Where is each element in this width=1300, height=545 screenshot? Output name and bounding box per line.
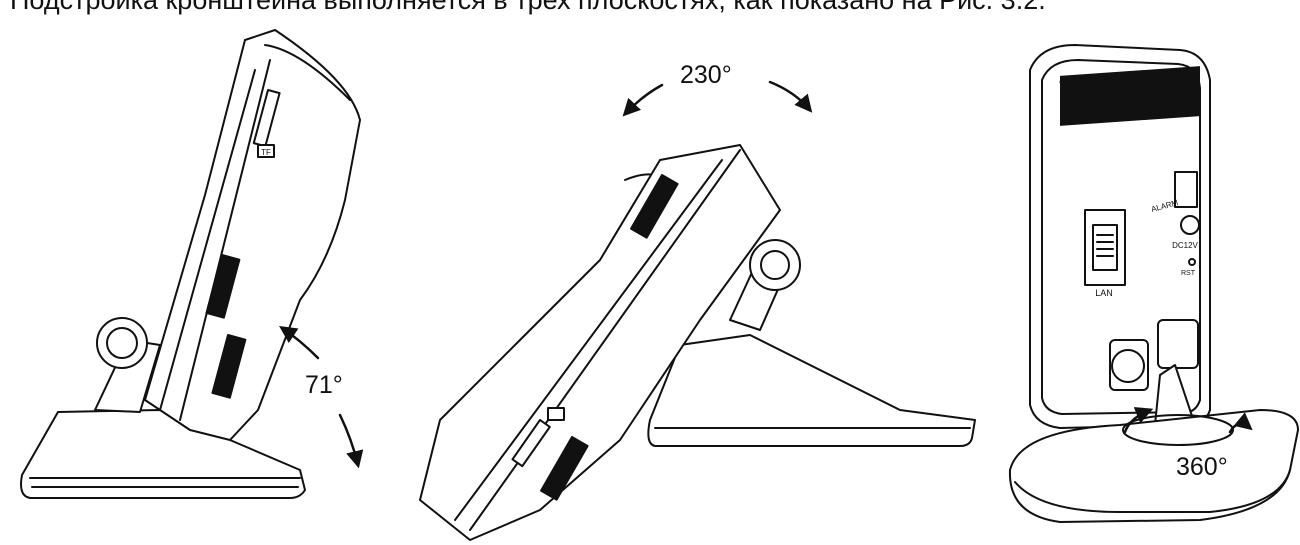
- mesh-icon: [205, 254, 247, 399]
- caption-text: Подстройка кронштейна выполняется в трех…: [10, 0, 1046, 15]
- dc-port-icon: [1180, 215, 1200, 235]
- lan-port-label: LAN: [1095, 288, 1113, 298]
- rotate-arrow-right-icon: [1228, 412, 1253, 434]
- tilt-angle-label: 71°: [305, 371, 343, 399]
- tf-slot-icon: [257, 144, 275, 158]
- dc-port-label: DC12V: [1172, 241, 1198, 250]
- alarm-terminal-icon: [1174, 171, 1198, 208]
- reset-button-icon: [1188, 258, 1196, 266]
- rotate-arrow-left-icon: [1123, 407, 1154, 434]
- pan-arrow-left-icon: [622, 83, 664, 117]
- speaker-mesh-icon: [1060, 66, 1200, 126]
- camera-back-rotate: LAN ALARM DC12V RST: [1008, 44, 1299, 523]
- pan-angle-label: 230°: [680, 61, 732, 89]
- lan-port-icon: [1092, 224, 1118, 271]
- tf-slot-label: TF: [261, 148, 271, 157]
- mesh-icon: [540, 174, 679, 501]
- pan-arrow-right-icon: [768, 80, 813, 113]
- camera-side-tilt: TF: [20, 29, 364, 499]
- tilt-arrow-up-icon: [279, 326, 320, 360]
- tf-slot-icon: [547, 407, 565, 421]
- rotate-angle-label: 360°: [1176, 453, 1228, 481]
- reset-label: RST: [1181, 270, 1196, 277]
- camera-swivel-pan: [419, 80, 976, 541]
- tilt-arrow-down-icon: [338, 413, 364, 469]
